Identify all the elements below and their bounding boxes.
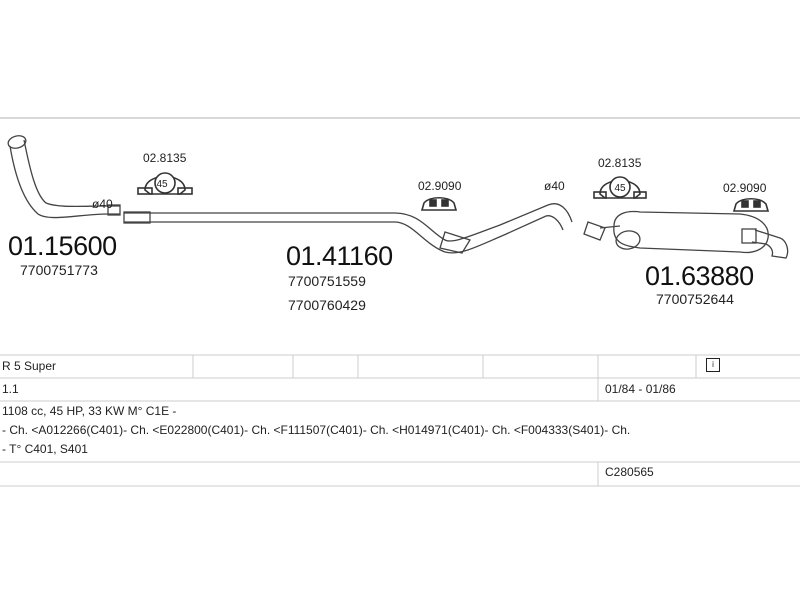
rubber-mount-icon — [732, 197, 770, 212]
clamp-badge: 45 — [156, 179, 168, 190]
engine-spec: 1108 cc, 45 HP, 33 KW M° C1E - — [2, 404, 177, 418]
oe-number: 7700752644 — [656, 291, 734, 307]
clamp-number: 02.9090 — [723, 181, 767, 195]
engine-size: 1.1 — [2, 382, 19, 396]
part-number: 01.15600 — [8, 231, 117, 261]
clamp-icon — [593, 176, 647, 199]
catalog-code: C280565 — [605, 465, 654, 479]
model-name: R 5 Super — [2, 359, 57, 373]
info-row-chassis: - Ch. <A012266(C401)- Ch. <E022800(C401)… — [0, 420, 800, 440]
oe-number: 7700751559 — [288, 273, 366, 289]
part-number: 01.63880 — [645, 261, 754, 291]
info-row-engine: 1.1 01/84 - 01/86 — [0, 379, 800, 401]
oe-number: 7700751773 — [20, 262, 98, 278]
diameter-label: ø40 — [544, 179, 565, 193]
clamp-number: 02.8135 — [598, 156, 642, 170]
front-pipe — [7, 135, 121, 219]
rubber-mount-icon — [420, 196, 458, 211]
part-number: 01.41160 — [286, 241, 393, 271]
document-icon[interactable]: i — [706, 358, 720, 372]
info-table-grid — [0, 354, 800, 487]
chassis-numbers: - Ch. <A012266(C401)- Ch. <E022800(C401)… — [2, 423, 631, 437]
info-row-code: C280565 — [0, 462, 800, 484]
oe-number: 7700760429 — [288, 297, 366, 313]
info-row-types: - T° C401, S401 — [0, 439, 800, 459]
clamp-badge: 45 — [614, 183, 626, 194]
clamp-number: 02.9090 — [418, 179, 462, 193]
rear-silencer — [583, 210, 789, 259]
diameter-label: ø40 — [92, 197, 113, 211]
clamp-icon — [137, 172, 193, 195]
info-row-model: R 5 Super i — [0, 356, 800, 378]
production-years: 01/84 - 01/86 — [605, 382, 676, 396]
middle-pipe — [123, 203, 573, 254]
clamp-number: 02.8135 — [143, 151, 187, 165]
vehicle-types: - T° C401, S401 — [2, 442, 88, 456]
info-row-spec: 1108 cc, 45 HP, 33 KW M° C1E - — [0, 401, 800, 421]
